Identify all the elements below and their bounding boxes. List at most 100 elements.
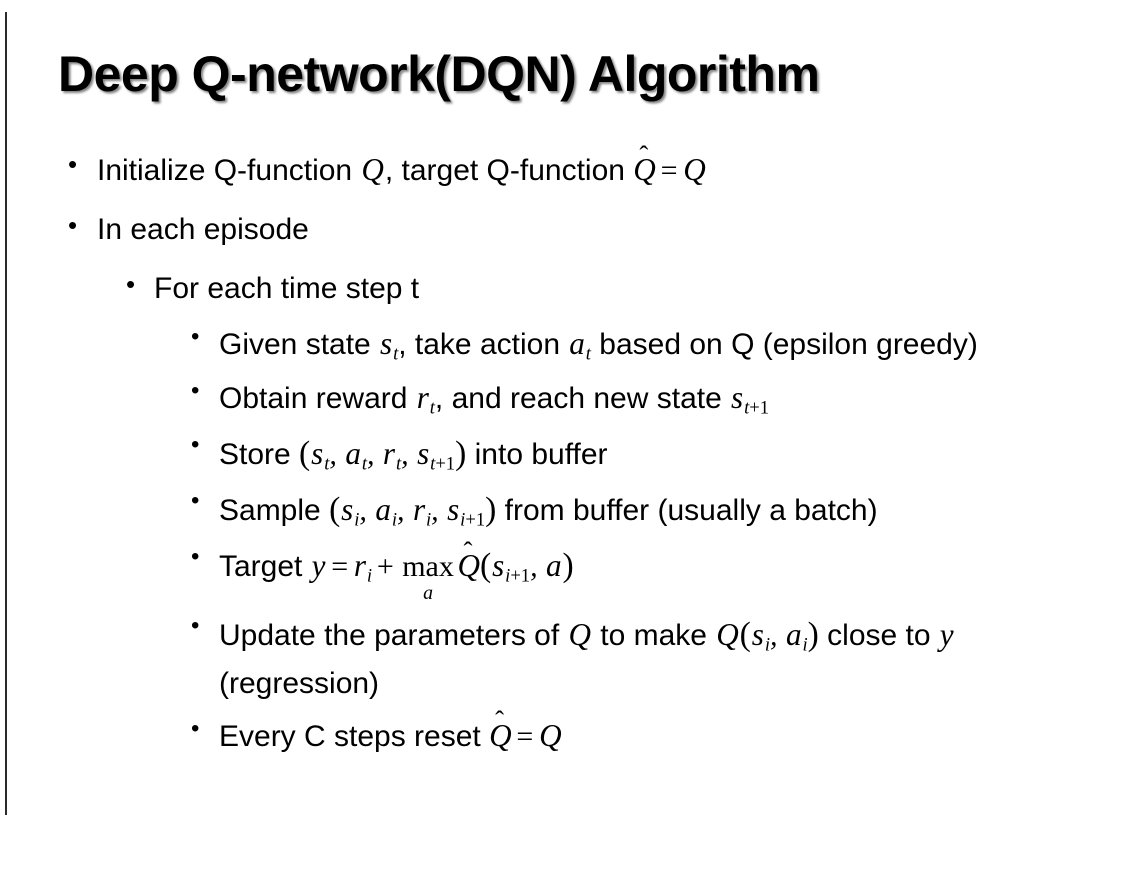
bullet-text: Initialize Q-function Q, target Q-functi… bbox=[97, 139, 1124, 194]
bullet-marker-icon: • bbox=[191, 376, 200, 404]
bullet-marker-icon: • bbox=[191, 612, 200, 640]
math-subscript: t bbox=[395, 453, 402, 475]
text-run: Every C steps reset bbox=[219, 719, 490, 753]
math-subscript: i+1 bbox=[460, 509, 486, 531]
text-run: , take action bbox=[398, 327, 569, 361]
text-run: to make bbox=[591, 619, 716, 653]
math-subscript: t bbox=[324, 453, 330, 475]
math-variable: a bbox=[569, 325, 585, 361]
text-run: Target bbox=[219, 550, 311, 584]
math-paren: ) bbox=[455, 434, 467, 472]
bullet-item-update-parameters-regression: • Update the parameters of Q to make Q(si… bbox=[0, 609, 1124, 706]
math-max-limit: a bbox=[423, 582, 433, 605]
math-variable: y bbox=[311, 548, 326, 584]
text-run: For each time step t bbox=[154, 271, 420, 305]
math-variable: Q bbox=[361, 152, 384, 187]
math-comma: , bbox=[367, 437, 382, 471]
math-subscript: t bbox=[585, 343, 591, 365]
math-variable: r bbox=[412, 492, 426, 528]
circumflex-accent-icon: ˆ bbox=[463, 536, 473, 567]
math-subscript: i+1 bbox=[505, 566, 531, 588]
bullet-text: Store (st, at, rt, st+1) into buffer bbox=[219, 428, 1100, 479]
math-operator: = bbox=[516, 719, 534, 753]
math-variable: a bbox=[345, 435, 361, 471]
bullet-marker-icon: • bbox=[191, 487, 200, 515]
math-subscript: t bbox=[393, 343, 399, 365]
bullet-text: For each time step t bbox=[154, 266, 1124, 312]
bullet-marker-icon: • bbox=[191, 430, 200, 458]
text-run: from buffer (usually a batch) bbox=[496, 494, 878, 528]
math-subscript: i bbox=[802, 634, 808, 656]
circumflex-accent-icon: ˆ bbox=[639, 139, 649, 170]
math-variable: s bbox=[341, 492, 354, 528]
math-subscript: i bbox=[354, 509, 360, 531]
text-run: (regression) bbox=[219, 666, 380, 700]
math-paren: ) bbox=[807, 616, 819, 654]
bullet-list: • Initialize Q-function Q, target Q-funct… bbox=[0, 139, 1124, 764]
bullet-marker-icon: • bbox=[191, 543, 200, 571]
math-subscript: t+1 bbox=[744, 397, 770, 419]
math-operator: + bbox=[376, 550, 394, 584]
math-variable: Q bbox=[568, 617, 591, 653]
bullet-text: Sample (si, ai, ri, si+1) from buffer (u… bbox=[219, 484, 1100, 535]
bullet-marker-icon: • bbox=[126, 268, 136, 299]
math-subscript: i bbox=[426, 509, 432, 531]
math-variable: a bbox=[375, 492, 391, 528]
math-comma: , bbox=[770, 619, 786, 653]
text-run: based on Q (epsilon greedy) bbox=[590, 327, 978, 361]
math-variable: Q bbox=[716, 617, 739, 653]
text-run: , and reach new state bbox=[434, 381, 731, 415]
math-operator: = bbox=[331, 550, 349, 584]
math-variable: r bbox=[416, 379, 429, 415]
math-subscript: i bbox=[391, 509, 398, 531]
text-run: close to bbox=[818, 619, 939, 653]
text-run: Update the parameters of bbox=[219, 619, 568, 653]
bullet-item-in-each-episode: •In each episode bbox=[0, 207, 1124, 253]
math-comma: , bbox=[397, 494, 413, 528]
math-comma: , bbox=[359, 494, 375, 528]
math-variable: r bbox=[353, 548, 366, 584]
math-subscript-digits: +1 bbox=[465, 509, 486, 531]
math-variable: a bbox=[785, 617, 802, 653]
bullet-item-for-each-time-step: • For each time step t bbox=[0, 266, 1124, 312]
text-run: In each episode bbox=[97, 212, 309, 246]
math-variable: r bbox=[382, 435, 396, 471]
math-subscript: t+1 bbox=[430, 453, 456, 475]
math-variable: s bbox=[731, 379, 744, 415]
math-paren: ) bbox=[562, 547, 574, 585]
bullet-text: Obtain reward rt, and reach new state st… bbox=[219, 374, 1100, 423]
math-paren: ( bbox=[329, 491, 341, 529]
page-title: Deep Q-network(DQN) Algorithm bbox=[58, 46, 820, 102]
text-run: Sample bbox=[219, 494, 330, 528]
math-comma: , bbox=[329, 437, 345, 471]
math-comma: , bbox=[431, 494, 447, 528]
bullet-text: Update the parameters of Q to make Q(si,… bbox=[219, 609, 1100, 706]
bullet-item-given-state-take-action: •Given state st, take action at based on… bbox=[0, 320, 1124, 369]
math-operator: = bbox=[660, 154, 678, 187]
text-run: Obtain reward bbox=[219, 381, 416, 415]
math-subscript: t bbox=[361, 453, 367, 475]
bullet-item-sample-from-buffer: •Sample (si, ai, ri, si+1) from buffer (… bbox=[0, 484, 1124, 535]
math-variable: s bbox=[380, 325, 393, 361]
bullet-marker-icon: • bbox=[191, 322, 200, 350]
math-subscript-digits: +1 bbox=[510, 566, 531, 588]
math-max-name: max bbox=[402, 550, 454, 584]
math-variable: Q bbox=[539, 717, 562, 753]
text-run: Store bbox=[219, 437, 300, 471]
math-comma: , bbox=[401, 437, 417, 471]
slide-left-edge-rule bbox=[5, 12, 7, 815]
math-variable: s bbox=[311, 435, 324, 471]
math-subscript: t bbox=[429, 397, 435, 419]
math-variable: s bbox=[492, 548, 505, 584]
math-subscript-digits: +1 bbox=[435, 453, 456, 475]
bullet-item-initialize-q-function: •Initialize Q-function Q, target Q-funct… bbox=[0, 139, 1124, 194]
circumflex-accent-icon: ˆ bbox=[495, 705, 505, 736]
text-run: Given state bbox=[219, 327, 380, 361]
